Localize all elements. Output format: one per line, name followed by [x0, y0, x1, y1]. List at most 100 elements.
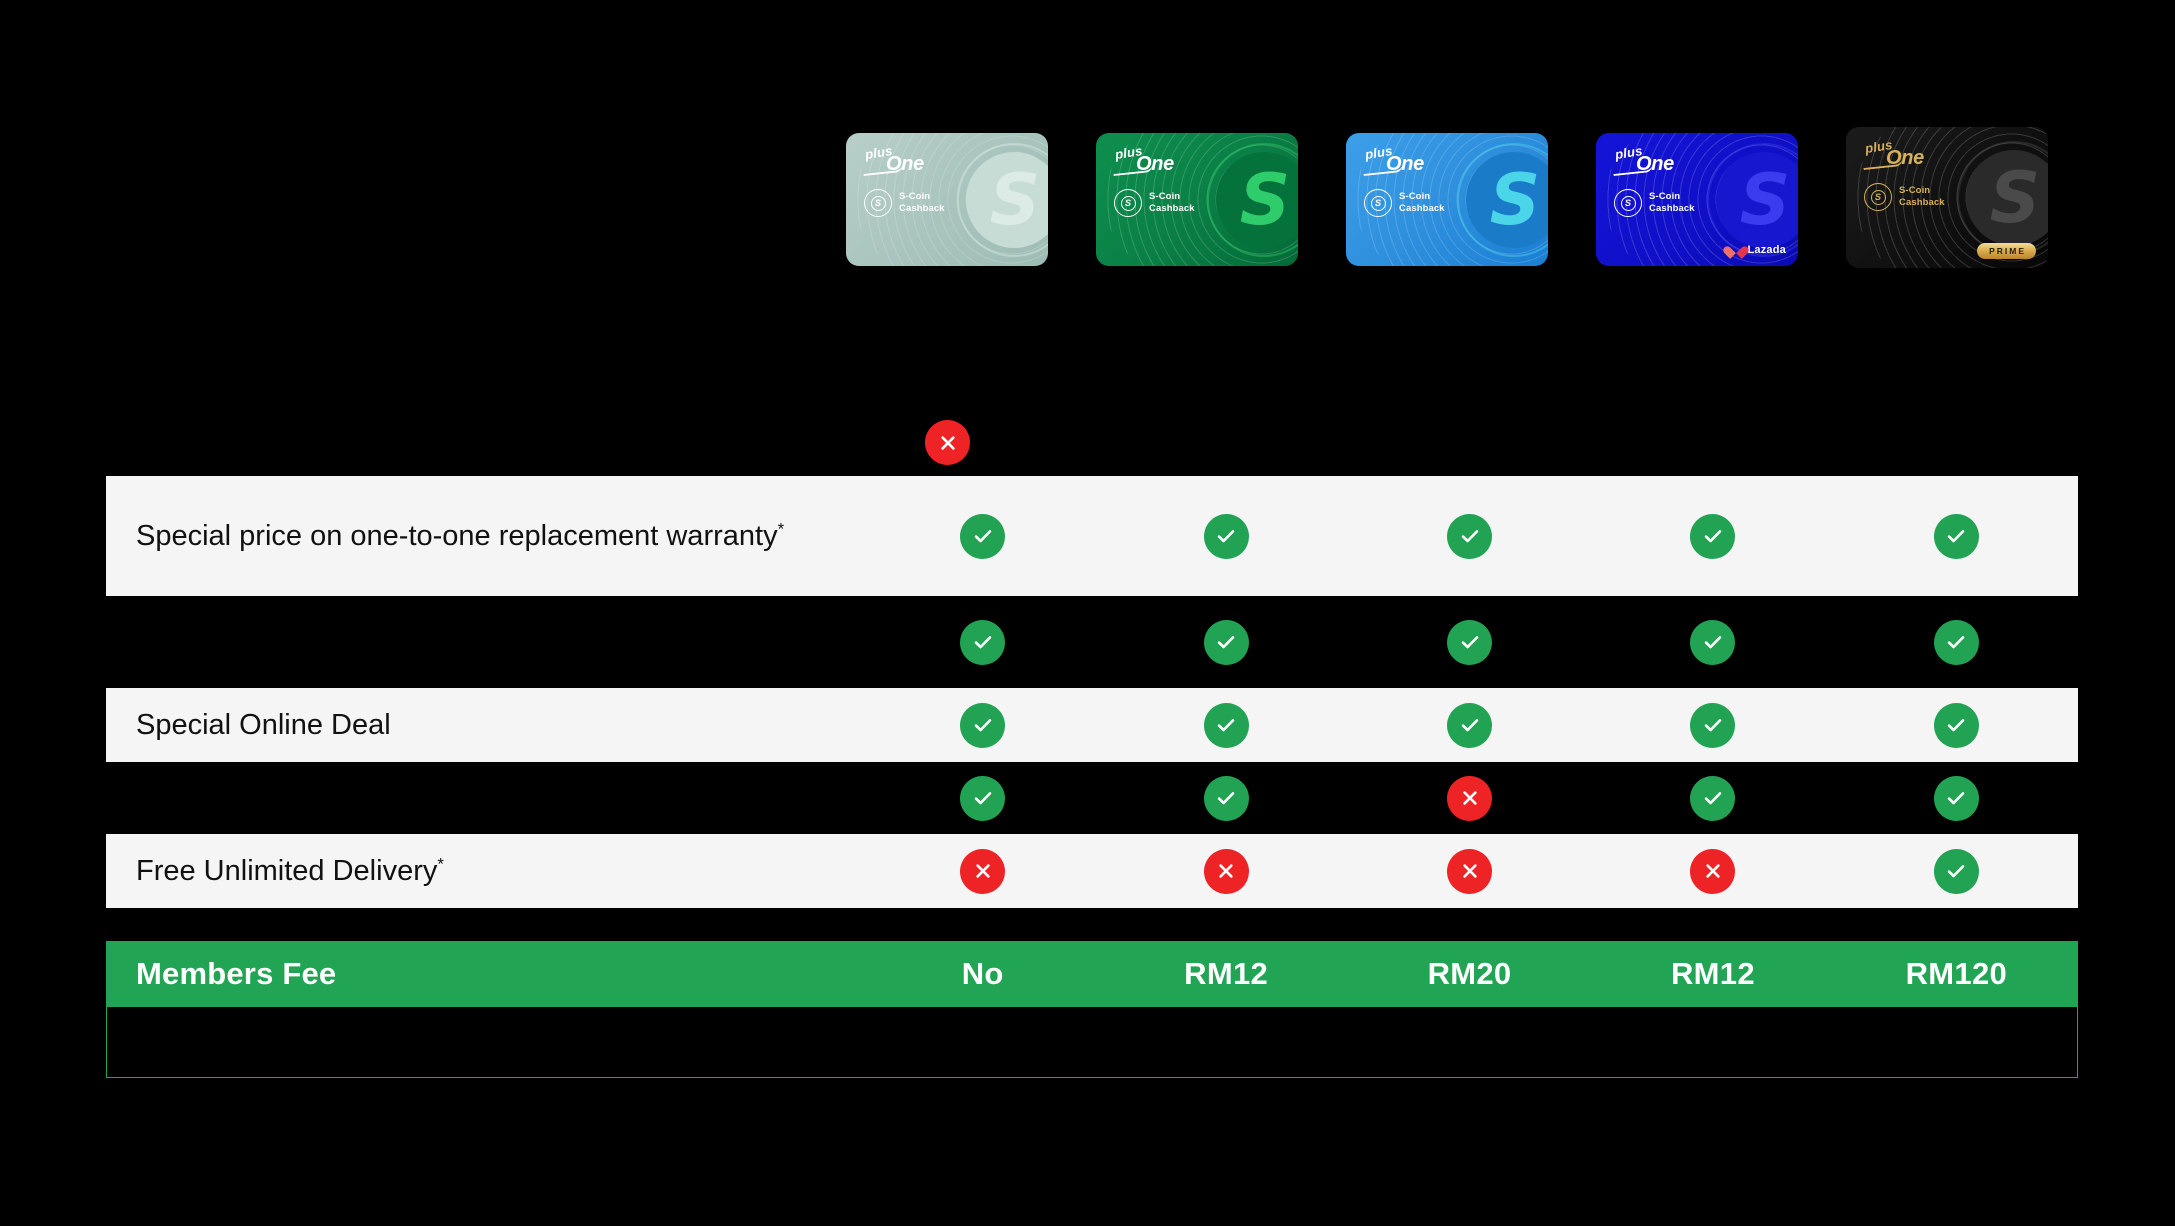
- members-fee-note-box: [106, 1007, 2078, 1078]
- s-coin-letter: S: [1370, 195, 1386, 211]
- check-icon: [1933, 848, 1979, 894]
- check-icon: [1203, 513, 1249, 559]
- feature-cell: [1348, 702, 1591, 748]
- check-icon: [1690, 775, 1736, 821]
- cross-icon: [925, 420, 970, 465]
- cross-icon: [1203, 848, 1249, 894]
- feature-cell: [1104, 702, 1347, 748]
- s-coin-icon: S: [1864, 183, 1892, 211]
- table-row: [106, 762, 2078, 834]
- check-icon: [1203, 619, 1249, 665]
- check-icon: [1203, 702, 1249, 748]
- cross-icon: [1690, 848, 1736, 894]
- check-icon: [1933, 513, 1979, 559]
- card-s-logo: S: [1707, 142, 1798, 257]
- check-icon: [960, 619, 1006, 665]
- feature-cell: [1835, 848, 2078, 894]
- check-icon: [1447, 513, 1493, 559]
- brand-one-text: One: [1386, 153, 1424, 175]
- check-icon: [1933, 619, 1979, 665]
- feature-values: [861, 762, 2078, 834]
- brand-one-text: One: [1636, 153, 1674, 175]
- feature-cell: [1591, 775, 1834, 821]
- feature-label: Special Online Deal: [136, 708, 391, 741]
- floating-status-icon: [925, 420, 970, 465]
- brand-one-text: One: [1886, 147, 1924, 169]
- feature-cell: [1104, 513, 1347, 559]
- feature-cell: [1104, 775, 1347, 821]
- check-icon: [1933, 775, 1979, 821]
- brand-one-text: One: [886, 153, 924, 175]
- feature-cell: [861, 619, 1104, 665]
- check-icon: [1203, 775, 1249, 821]
- feature-cell: [861, 513, 1104, 559]
- brand-one-text: One: [1136, 153, 1174, 175]
- check-icon: [1690, 513, 1736, 559]
- feature-cell: [1591, 702, 1834, 748]
- feature-comparison-table: Special price on one-to-one replacement …: [106, 476, 2078, 966]
- cross-icon: [960, 848, 1006, 894]
- members-fee-value: RM20: [1427, 956, 1512, 991]
- feature-cell: [1835, 702, 2078, 748]
- s-coin-icon: S: [864, 189, 892, 217]
- feature-cell: [861, 702, 1104, 748]
- footnote-marker: *: [437, 854, 444, 874]
- s-coin-icon: S: [1364, 189, 1392, 217]
- feature-cell: [1591, 513, 1834, 559]
- table-row: Free Unlimited Delivery*: [106, 834, 2078, 908]
- members-fee-value: RM12: [1670, 956, 1755, 991]
- check-icon: [1447, 702, 1493, 748]
- table-row: Special price on one-to-one replacement …: [106, 476, 2078, 596]
- s-coin-icon: S: [1614, 189, 1642, 217]
- check-icon: [960, 775, 1006, 821]
- card-s-logo: S: [957, 142, 1048, 257]
- feature-values: [861, 834, 2078, 908]
- lazada-badge: Lazada: [1729, 243, 1787, 257]
- members-fee-label: Members Fee: [136, 956, 337, 991]
- feature-values: [861, 476, 2078, 596]
- feature-values: [861, 596, 2078, 688]
- table-row: Special Online Deal: [106, 688, 2078, 762]
- check-icon: [1690, 702, 1736, 748]
- feature-cell: [1348, 775, 1591, 821]
- members-fee-value: RM12: [1184, 956, 1269, 991]
- feature-cell: [861, 848, 1104, 894]
- members-fee-value: RM120: [1905, 956, 2008, 991]
- card-s-logo: S: [1957, 140, 2048, 255]
- feature-cell: [1835, 619, 2078, 665]
- s-coin-letter: S: [1870, 189, 1886, 205]
- feature-values: [861, 688, 2078, 762]
- check-icon: [960, 702, 1006, 748]
- cross-icon: [1447, 775, 1493, 821]
- prime-badge: PRIME: [1977, 243, 2036, 259]
- s-coin-letter: S: [1120, 195, 1136, 211]
- feature-cell: [1835, 775, 2078, 821]
- feature-cell: [1104, 619, 1347, 665]
- prime-label: PRIME: [1977, 243, 2036, 259]
- s-coin-icon: S: [1114, 189, 1142, 217]
- check-icon: [1447, 619, 1493, 665]
- lazada-label: Lazada: [1747, 244, 1786, 256]
- feature-label: Special price on one-to-one replacement …: [136, 519, 785, 552]
- feature-cell: [1591, 619, 1834, 665]
